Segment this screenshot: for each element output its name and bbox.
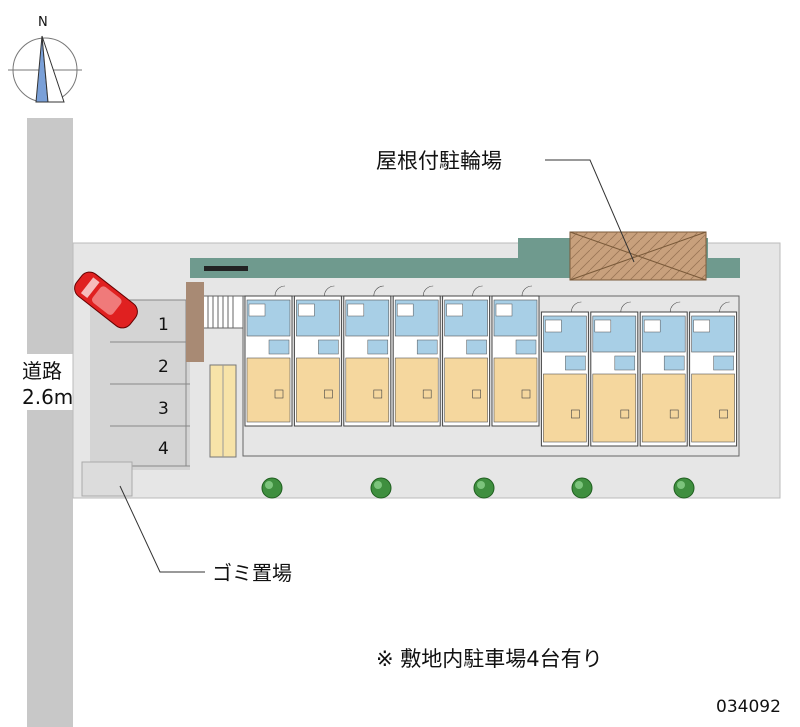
tree-icon <box>370 477 392 499</box>
north-label: N <box>38 15 48 30</box>
apartment-unit <box>442 285 491 427</box>
compass-icon: N <box>8 15 82 103</box>
dark-bar <box>204 266 248 271</box>
apartment-unit <box>639 301 688 447</box>
road-width-label: 2.6m <box>22 385 73 409</box>
garbage-area-label: ゴミ置場 <box>212 561 292 585</box>
trees <box>261 477 695 499</box>
parking-area: 1 2 3 4 <box>90 299 190 470</box>
apartment-unit <box>343 285 392 427</box>
tree-icon <box>673 477 695 499</box>
apartment-unit <box>293 285 342 427</box>
roofed-bicycle-parking-label: 屋根付駐輪場 <box>376 149 502 173</box>
parking-note: ※ 敷地内駐車場4台有り <box>376 647 603 671</box>
car-icon <box>74 271 138 329</box>
apartment-unit <box>392 285 441 427</box>
parking-space-4: 4 <box>158 439 169 459</box>
apartment-unit <box>689 301 738 447</box>
parking-space-1: 1 <box>158 315 169 335</box>
parking-space-2: 2 <box>158 357 169 377</box>
parking-space-3: 3 <box>158 399 169 419</box>
property-code: 034092 <box>716 697 781 717</box>
roofed-bicycle-parking <box>569 231 707 281</box>
stairs <box>202 295 244 329</box>
garbage-area <box>81 461 205 573</box>
walkway <box>186 282 204 362</box>
tree-icon <box>261 477 283 499</box>
road-name-label: 道路 <box>22 359 62 383</box>
roofed-bicycle-parking-leader <box>545 159 635 263</box>
apartment-building <box>242 285 740 457</box>
bicycle-rack <box>209 364 237 458</box>
apartment-unit <box>491 285 540 427</box>
tree-icon <box>473 477 495 499</box>
apartment-unit <box>244 285 293 427</box>
tree-icon <box>571 477 593 499</box>
apartment-unit <box>540 301 589 447</box>
apartment-unit <box>590 301 639 447</box>
road <box>27 118 73 727</box>
